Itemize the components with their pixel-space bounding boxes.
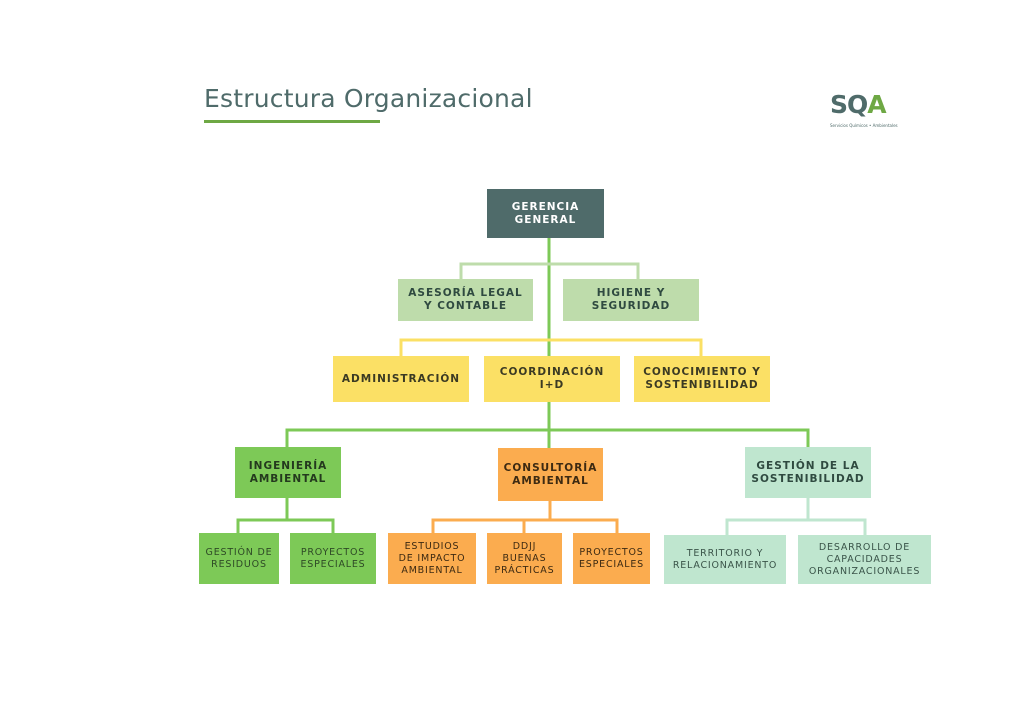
box-desarrollo-capacidades: DESARROLLO DE CAPACIDADES ORGANIZACIONAL… xyxy=(798,535,931,584)
box-ing-proyectos-especiales: PROYECTOS ESPECIALES xyxy=(290,533,376,584)
box-cons-proyectos-especiales: PROYECTOS ESPECIALES xyxy=(573,533,650,584)
box-territorio-relacionamiento: TERRITORIO Y RELACIONAMIENTO xyxy=(664,535,786,584)
box-administracion: ADMINISTRACIÓN xyxy=(333,356,469,402)
logo-wordmark: SQA xyxy=(830,90,887,119)
box-asesoria-legal: ASESORÍA LEGAL Y CONTABLE xyxy=(398,279,533,321)
box-ingenieria-ambiental: INGENIERÍA AMBIENTAL xyxy=(235,447,341,498)
page-title: Estructura Organizacional xyxy=(204,84,533,113)
box-coordinacion-id: COORDINACIÓN I+D xyxy=(484,356,620,402)
title-underline xyxy=(204,120,380,123)
connector-sust-children xyxy=(725,518,867,535)
logo-tagline: Servicios Químicos • Ambientales xyxy=(830,123,898,128)
box-consultoria-ambiental: CONSULTORÍA AMBIENTAL xyxy=(498,448,603,501)
connector-coordination xyxy=(399,338,703,356)
company-logo: SQA Servicios Químicos • Ambientales xyxy=(830,92,900,132)
box-conocimiento-sostenibilidad: CONOCIMIENTO Y SOSTENIBILIDAD xyxy=(634,356,770,402)
box-gestion-residuos: GESTIÓN DE RESIDUOS xyxy=(199,533,279,584)
box-ddjj-buenas-practicas: DDJJ BUENAS PRÁCTICAS xyxy=(487,533,562,584)
box-gestion-sostenibilidad: GESTIÓN DE LA SOSTENIBILIDAD xyxy=(745,447,871,498)
connector-eng-children xyxy=(236,518,335,533)
connector-advisory xyxy=(459,262,640,279)
box-gerencia-general: GERENCIA GENERAL xyxy=(487,189,604,238)
box-estudios-impacto: ESTUDIOS DE IMPACTO AMBIENTAL xyxy=(388,533,476,584)
box-higiene-seguridad: HIGIENE Y SEGURIDAD xyxy=(563,279,699,321)
